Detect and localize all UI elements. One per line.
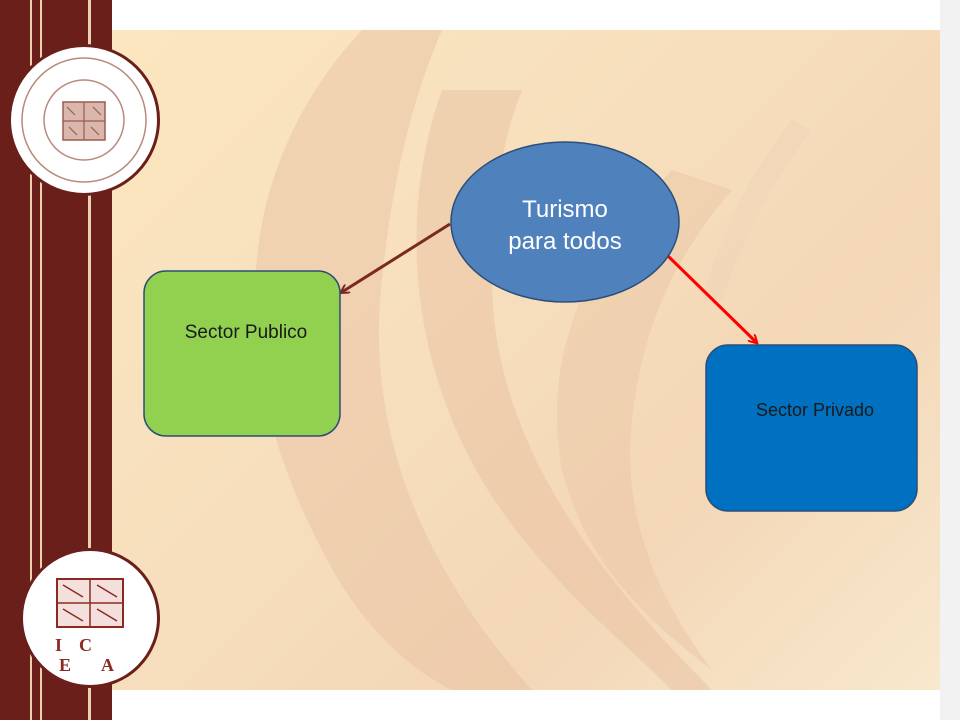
- node-root-line1: Turismo: [522, 196, 608, 223]
- node-public-label: Sector Publico: [184, 322, 308, 343]
- svg-text:C: C: [79, 635, 92, 655]
- svg-text:A: A: [101, 655, 114, 675]
- sidebar-stripe: [40, 0, 42, 720]
- frame-edge: [940, 0, 960, 720]
- edge-root-to-private: [666, 254, 756, 342]
- svg-text:I: I: [55, 635, 62, 655]
- edge-root-to-public: [342, 222, 451, 292]
- svg-text:E: E: [59, 655, 71, 675]
- node-private-label: Sector Privado: [755, 400, 875, 420]
- node-root-line2: para todos: [508, 228, 622, 255]
- seal-emblem-icon: [21, 57, 147, 183]
- node-public-shape: [143, 270, 341, 437]
- sidebar-stripe: [88, 0, 91, 720]
- university-seal-logo: [8, 44, 160, 196]
- sidebar-stripe: [30, 0, 32, 720]
- node-root-shape: [450, 141, 680, 303]
- node-private-shape: [705, 344, 918, 512]
- node-root-label: Turismo para todos: [465, 194, 665, 258]
- icea-emblem-icon: I C E A: [55, 578, 124, 675]
- icea-seal-logo: I C E A: [20, 548, 160, 688]
